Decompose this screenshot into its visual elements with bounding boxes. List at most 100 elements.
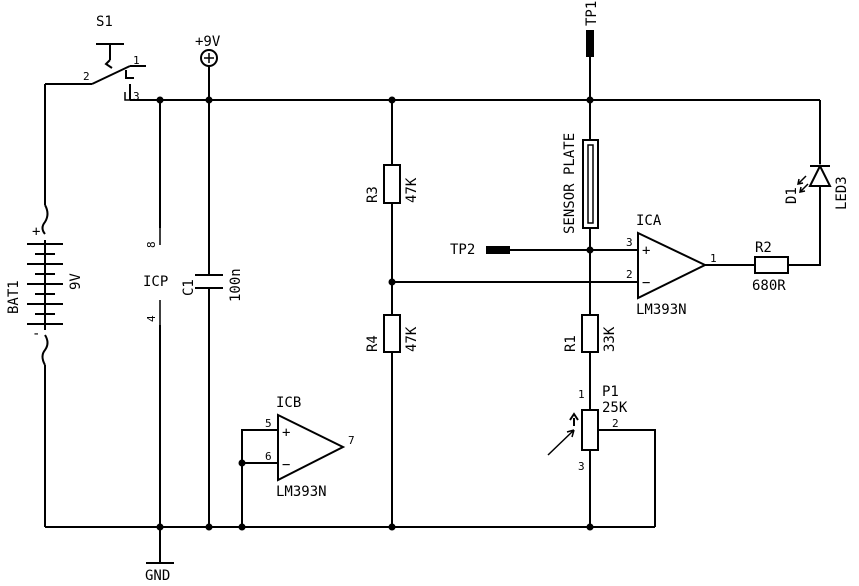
junction-dot [205, 523, 213, 531]
resistor-r1: R1 33K [563, 314, 618, 353]
switch-actuator [96, 43, 124, 69]
ica-part-label: LM393N [636, 302, 687, 318]
icb-plus-sign: + [282, 425, 290, 441]
icb-input-wire [241, 429, 278, 527]
p1-pin1-label: 1 [578, 388, 585, 401]
icb-minus-sign: − [282, 457, 290, 473]
comparator-icb: + − ICB LM393N 5 6 7 [265, 395, 355, 500]
supply-label: +9V [195, 34, 221, 50]
ica-plus-sign: + [642, 243, 650, 259]
r3-ref-label: R3 [365, 186, 381, 203]
switch-pin3-mark [124, 92, 131, 101]
icb-pin6-label: 6 [265, 450, 272, 463]
switch-lever [91, 65, 146, 85]
resistor-r2: R2 680R [752, 240, 789, 294]
light-emission-icon [797, 175, 809, 193]
r2-value-label: 680R [752, 278, 786, 294]
capacitor-plates-icon [195, 274, 223, 289]
battery-value-label: 9V [68, 273, 84, 290]
junction-dots [156, 96, 594, 531]
potentiometer-body-icon [581, 409, 599, 451]
battery-minus-label: - [32, 326, 40, 342]
junction-dot [586, 96, 594, 104]
battery-bat1: + - BAT1 9V [6, 204, 84, 366]
icp-pin8-label: 8 [145, 241, 158, 248]
switch-pin2-label: 2 [83, 70, 90, 83]
adjust-arrow-icon [547, 429, 575, 456]
capacitor-c1: C1 100n [181, 268, 244, 302]
switch-s1: S1 1 2 3 [83, 14, 146, 103]
p1-pin3-label: 3 [578, 460, 585, 473]
switch-pin1-label: 1 [133, 54, 140, 67]
test-point-tp1: TP1 [584, 1, 600, 57]
junction-dot [205, 96, 213, 104]
comparator-triangle-icon [277, 413, 346, 482]
r4-value-label: 47K [404, 326, 420, 352]
junction-dot [388, 278, 396, 286]
icb-pin5-label: 5 [265, 417, 272, 430]
r1-value-label: 33K [602, 326, 618, 352]
battery-lead-bottom [41, 334, 49, 366]
resistor-body-icon [383, 314, 401, 353]
junction-dot [238, 523, 246, 531]
plus-icon [204, 53, 214, 63]
p1-pin2-label: 2 [612, 417, 619, 430]
battery-plus-label: + [32, 224, 40, 240]
sensor-plate-inner-icon [587, 144, 594, 224]
c1-value-label: 100n [228, 268, 244, 302]
resistor-body-icon [754, 256, 789, 274]
c1-ref-label: C1 [181, 279, 197, 296]
icb-pin7-label: 7 [348, 434, 355, 447]
led-value-label: LED3 [834, 176, 850, 210]
ic-power-icp: ICP 8 4 [143, 228, 168, 325]
switch-ref-label: S1 [96, 14, 113, 30]
junction-dot [586, 523, 594, 531]
ground-symbol: GND [145, 562, 174, 584]
junction-dot [156, 523, 164, 531]
comparator-triangle-icon [637, 231, 708, 300]
battery-lead-top [41, 204, 49, 235]
wires [44, 57, 821, 563]
sensor-plate: SENSOR PLATE [562, 133, 599, 234]
icb-part-label: LM393N [276, 484, 327, 500]
test-point-tp2: TP2 [450, 242, 510, 258]
p1-value-label: 25K [602, 400, 628, 416]
comparator-ica: + − ICA LM393N 3 2 1 [626, 213, 717, 318]
tp1-label: TP1 [584, 1, 600, 26]
led-d1: D1 LED3 [784, 163, 850, 210]
wiper-arrow-icon [569, 412, 579, 426]
resistor-r4: R4 47K [365, 314, 420, 353]
junction-dot [388, 523, 396, 531]
led-triangle-icon [808, 163, 832, 187]
resistor-r3: R3 47K [365, 164, 420, 204]
switch-contact [125, 70, 134, 100]
p1-ref-label: P1 [602, 384, 619, 400]
battery-top-wire [44, 83, 92, 205]
sensor-plate-label: SENSOR PLATE [562, 133, 578, 234]
r4-ref-label: R4 [365, 335, 381, 352]
tp2-label: TP2 [450, 242, 475, 258]
r1-ref-label: R1 [563, 335, 579, 352]
battery-cells-icon [27, 243, 63, 325]
r2-ref-label: R2 [755, 240, 772, 256]
supply-9v: +9V [195, 34, 221, 67]
r3-value-label: 47K [404, 177, 420, 203]
ground-label: GND [145, 568, 170, 584]
ica-pin2-label: 2 [626, 268, 633, 281]
tp2-pad [486, 246, 510, 254]
ica-pin3-label: 3 [626, 236, 633, 249]
resistor-body-icon [581, 314, 599, 353]
resistor-body-icon [383, 164, 401, 204]
junction-dot [156, 96, 164, 104]
tp1-pad [586, 30, 594, 57]
ica-minus-sign: − [642, 275, 650, 291]
led-ref-label: D1 [784, 187, 800, 204]
p1-wiper-wire [599, 429, 656, 527]
junction-dot [388, 96, 396, 104]
switch-pin3-label: 3 [133, 90, 140, 103]
icb-ref-label: ICB [276, 395, 301, 411]
led-wire [788, 100, 821, 266]
junction-dot [238, 459, 246, 467]
potentiometer-p1: P1 25K 1 2 3 [547, 384, 628, 473]
